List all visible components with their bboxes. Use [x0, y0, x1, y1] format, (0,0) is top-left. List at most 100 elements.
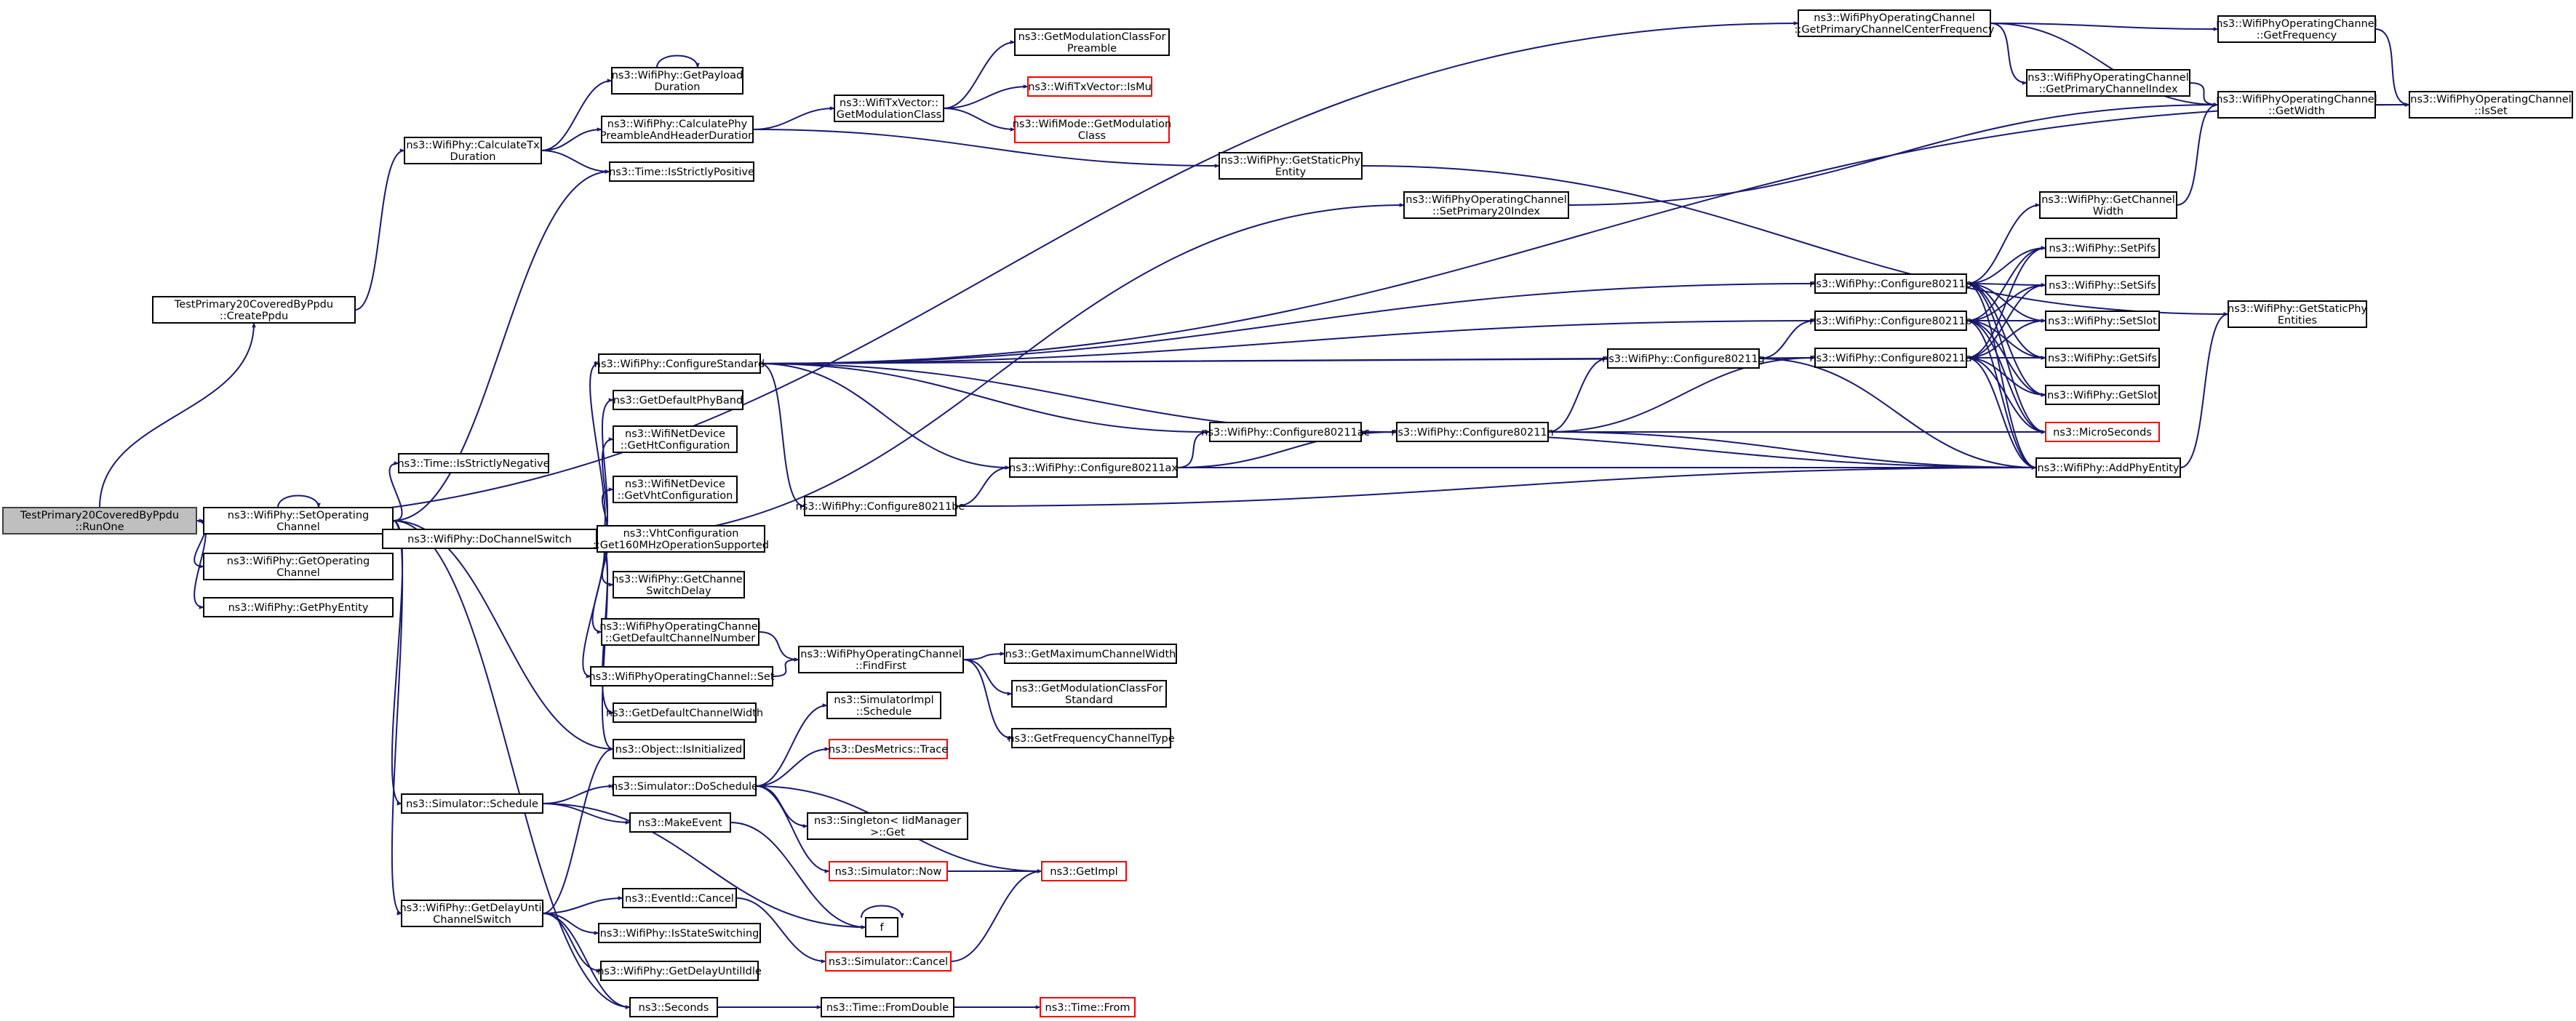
node-label-line: ns3::WifiPhy::ConfigureStandard [594, 359, 765, 370]
node-label-line: ::GetPrimaryChannelIndex [2038, 84, 2178, 95]
node-label-line: ns3::Simulator::Now [835, 866, 942, 878]
node-label-line: ns3::WifiPhy::GetStaticPhy [2228, 303, 2367, 315]
node-getmodclass[interactable]: ns3::WifiTxVector::GetModulationClass [834, 95, 944, 122]
node-setpifs[interactable]: ns3::WifiPhy::SetPifs [2045, 238, 2160, 258]
node-f[interactable]: f [865, 917, 898, 937]
node-getsifs[interactable]: ns3::WifiPhy::GetSifs [2045, 348, 2160, 368]
node-c11p[interactable]: ns3::WifiPhy::Configure80211p [1809, 273, 1972, 294]
node-confstd[interactable]: ns3::WifiPhy::ConfigureStandard [594, 353, 765, 374]
node-getfreqchtype[interactable]: ns3::GetFrequencyChannelType [1008, 728, 1175, 748]
node-seconds[interactable]: ns3::Seconds [629, 997, 718, 1017]
edge-root-to-createppdu [99, 322, 256, 508]
node-dochsw[interactable]: ns3::WifiPhy::DoChannelSwitch [382, 529, 597, 549]
node-label-line: Entities [2278, 315, 2317, 327]
node-c11b[interactable]: ns3::WifiPhy::Configure80211b [1809, 311, 1972, 331]
node-getmaxchw[interactable]: ns3::GetMaximumChannelWidth [1004, 644, 1177, 664]
node-setprim20[interactable]: ns3::WifiPhyOperatingChannel::SetPrimary… [1403, 191, 1569, 219]
node-isinit[interactable]: ns3::Object::IsInitialized [613, 739, 745, 759]
node-setsifs[interactable]: ns3::WifiPhy::SetSifs [2045, 275, 2160, 295]
node-ismu[interactable]: ns3::WifiTxVector::IsMu [1027, 76, 1152, 97]
node-fromdouble[interactable]: ns3::Time::FromDouble [821, 997, 954, 1017]
node-label-line: ns3::WifiTxVector::IsMu [1028, 81, 1152, 93]
node-box [401, 793, 543, 814]
node-getslot[interactable]: ns3::WifiPhy::GetSlot [2045, 385, 2160, 405]
edge-calctx-to-getpayload [541, 79, 613, 151]
node-isneg[interactable]: ns3::Time::IsStrictlyNegative [397, 453, 550, 473]
node-box [1814, 348, 1967, 368]
node-createppdu[interactable]: TestPrimary20CoveredByPpdu::CreatePpdu [152, 296, 356, 324]
node-singleton[interactable]: ns3::Singleton< IidManager >::Get [807, 812, 968, 840]
node-doschedule[interactable]: ns3::Simulator::DoSchedule [611, 776, 758, 796]
node-getdefchnum[interactable]: ns3::WifiPhyOperatingChannel::GetDefault… [599, 618, 761, 646]
node-c11n[interactable]: ns3::WifiPhy::Configure80211n [1391, 422, 1554, 442]
node-c11ax[interactable]: ns3::WifiPhy::Configure80211ax [1009, 457, 1178, 478]
node-getvhtconf[interactable]: ns3::WifiNetDevice::GetVhtConfiguration [613, 476, 738, 503]
node-simcancel[interactable]: ns3::Simulator::Cancel [825, 951, 952, 972]
node-box [1396, 422, 1549, 442]
node-box [2026, 69, 2190, 97]
node-box [829, 861, 948, 881]
node-isset[interactable]: ns3::WifiPhyOperatingChannel::IsSet [2409, 91, 2573, 119]
node-opchset[interactable]: ns3::WifiPhyOperatingChannel::Set [589, 666, 775, 686]
node-box [2409, 91, 2573, 119]
node-box [1814, 311, 1967, 331]
node-makeevent[interactable]: ns3::MakeEvent [629, 812, 731, 833]
node-box [597, 525, 765, 553]
node-getwidth[interactable]: ns3::WifiPhyOperatingChannel::GetWidth [2216, 91, 2377, 119]
node-getfreq[interactable]: ns3::WifiPhyOperatingChannel::GetFrequen… [2216, 15, 2377, 43]
node-evcancel[interactable]: ns3::EventId::Cancel [622, 888, 737, 908]
edge-getprimfreq-to-getfreq [1990, 23, 2219, 31]
node-desmetrics[interactable]: ns3::DesMetrics::Trace [829, 739, 948, 759]
node-getprimfreq[interactable]: ns3::WifiPhyOperatingChannel::GetPrimary… [1795, 9, 1995, 37]
node-c11be[interactable]: ns3::WifiPhy::Configure80211be [796, 496, 965, 516]
edge-c11b-to-addphy [1966, 320, 2037, 470]
node-get160[interactable]: ns3::VhtConfiguration::Get160MHzOperatio… [593, 525, 769, 553]
node-getdefband[interactable]: ns3::GetDefaultPhyBand [613, 390, 743, 410]
node-timefrom[interactable]: ns3::Time::From [1040, 997, 1136, 1017]
node-isstatesw[interactable]: ns3::WifiPhy::IsStateSwitching [598, 923, 761, 943]
node-c11g[interactable]: ns3::WifiPhy::Configure80211g [1602, 348, 1765, 369]
node-box [1004, 644, 1177, 664]
node-getphyentity[interactable]: ns3::WifiPhy::GetPhyEntity [203, 597, 394, 617]
node-gethtconf[interactable]: ns3::WifiNetDevice::GetHtConfiguration [613, 425, 738, 453]
node-box [834, 95, 944, 122]
node-getdefchwidth[interactable]: ns3::GetDefaultChannelWidth [606, 702, 763, 723]
node-root[interactable]: TestPrimary20CoveredByPpdu::RunOne [2, 507, 197, 534]
node-addphy[interactable]: ns3::WifiPhy::AddPhyEntity [2035, 457, 2181, 478]
node-simnow[interactable]: ns3::Simulator::Now [829, 861, 948, 881]
node-simimplsched[interactable]: ns3::SimulatorImpl::Schedule [826, 692, 941, 719]
node-calcpre[interactable]: ns3::WifiPhy::CalculatePhyPreambleAndHea… [600, 116, 754, 143]
node-label-line: ns3::WifiPhy::GetSifs [2048, 353, 2157, 364]
node-label-line: ns3::WifiPhy::SetOperating [228, 510, 369, 521]
node-box [203, 553, 394, 580]
node-ispos[interactable]: ns3::Time::IsStrictlyPositive [609, 161, 754, 182]
node-c11ac[interactable]: ns3::WifiPhy::Configure80211ac [1201, 422, 1370, 442]
node-modegetmod[interactable]: ns3::WifiMode::GetModulationClass [1013, 116, 1172, 143]
node-getprimidx[interactable]: ns3::WifiPhyOperatingChannel::GetPrimary… [2026, 69, 2190, 97]
node-box [798, 646, 964, 673]
node-findfirst[interactable]: ns3::WifiPhyOperatingChannel::FindFirst [798, 646, 964, 673]
edge-c11a-to-setslot [1966, 319, 2046, 359]
node-box [629, 997, 718, 1017]
node-simsched[interactable]: ns3::Simulator::Schedule [401, 793, 543, 814]
node-c11a[interactable]: ns3::WifiPhy::Configure80211a [1809, 348, 1972, 368]
edge-c11be-to-addphy [955, 465, 2037, 507]
node-micro[interactable]: ns3::MicroSeconds [2045, 422, 2160, 442]
node-label-line: Class [1078, 130, 1106, 142]
node-setslot[interactable]: ns3::WifiPhy::SetSlot [2045, 311, 2160, 331]
node-getimpl[interactable]: ns3::GetImpl [1041, 861, 1127, 881]
node-getdelayidle[interactable]: ns3::WifiPhy::GetDelayUntilIdle [597, 961, 762, 981]
node-label-line: ::SetPrimary20Index [1432, 206, 1540, 217]
call-nodes: TestPrimary20CoveredByPpdu::RunOne TestPr… [2, 9, 2573, 1017]
